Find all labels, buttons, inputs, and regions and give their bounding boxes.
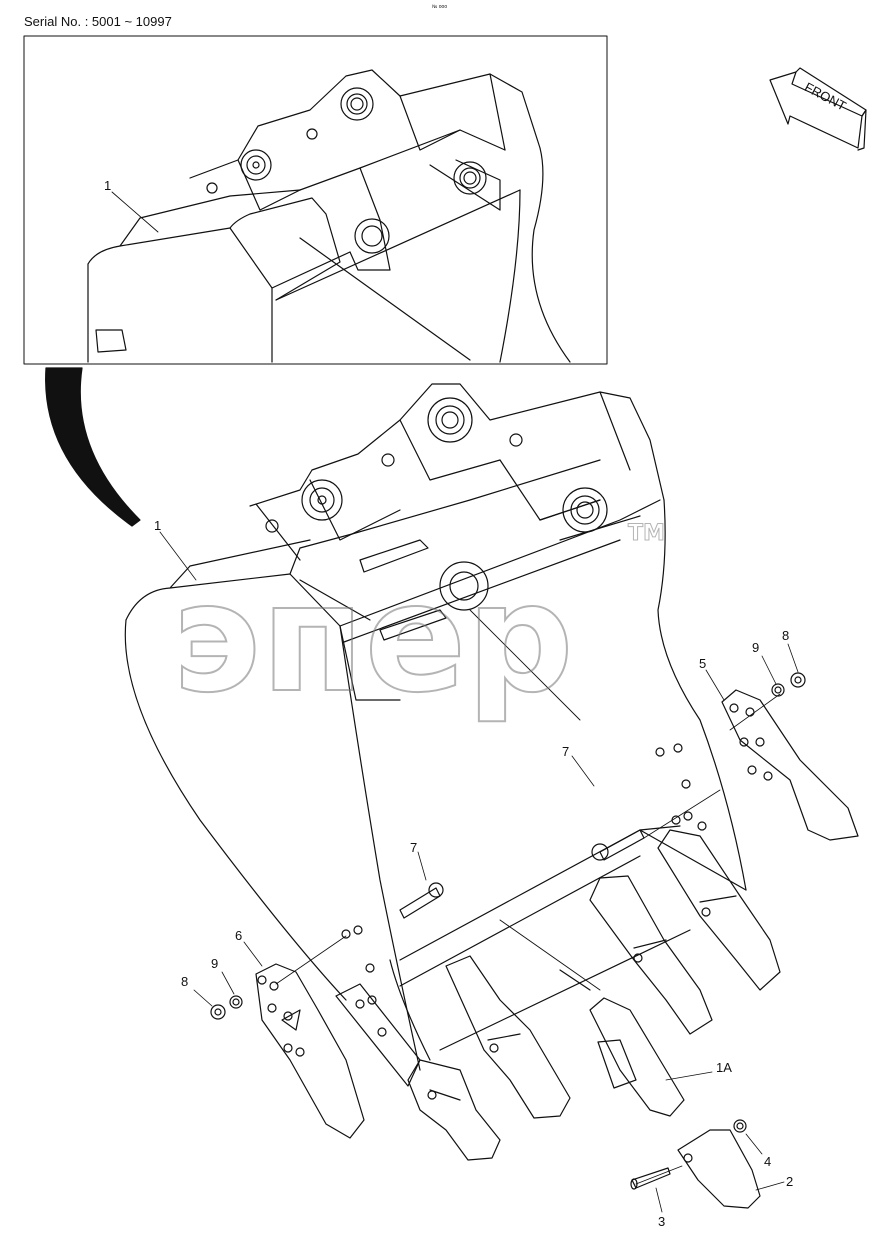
washer-9-left [229,995,243,1009]
callout-2: 2 [786,1174,793,1189]
callout-4: 4 [764,1154,771,1169]
tooth-1a-exploded [589,997,685,1117]
callout-7-lower: 7 [410,840,417,855]
side-cutter-6 [255,963,365,1139]
bucket-teeth [407,829,781,1209]
inset-frame [23,35,608,365]
washer-9-right [771,683,785,697]
nut-8-right [790,672,806,688]
main-bucket-drawing [124,383,747,1087]
serial-number-label: Serial No. : 5001 ~ 10997 [24,14,172,29]
callout-inset-1: 1 [104,178,111,193]
connector-arrow [45,367,141,527]
tooth-3 [589,875,713,1035]
watermark-tm: TM [628,521,665,546]
tooth-point-2 [677,1129,761,1209]
leader-lines [159,531,799,1213]
bolt-7-upper [591,829,645,861]
watermark: эпер TM [171,521,665,728]
callout-6: 6 [235,928,242,943]
callout-8-left: 8 [181,974,188,989]
callout-1a: 1A [716,1060,732,1075]
callout-5: 5 [699,656,706,671]
front-arrow-icon [769,67,867,151]
nut-4 [733,1119,747,1133]
inset-bucket-drawing [87,69,571,363]
side-cutter-5 [721,689,859,841]
bolt-7-lower [399,882,444,919]
callout-8-right: 8 [782,628,789,643]
callout-9-right: 9 [752,640,759,655]
callout-7-upper: 7 [562,744,569,759]
nut-8-left [210,1004,226,1020]
tooth-4 [657,829,781,991]
callout-1: 1 [154,518,161,533]
tooth-2 [445,955,571,1119]
callout-9-left: 9 [211,956,218,971]
header-mark: № ooo [432,4,448,10]
tooth-1 [407,1059,501,1161]
callout-3: 3 [658,1214,665,1229]
watermark-text: эпер [172,552,574,726]
